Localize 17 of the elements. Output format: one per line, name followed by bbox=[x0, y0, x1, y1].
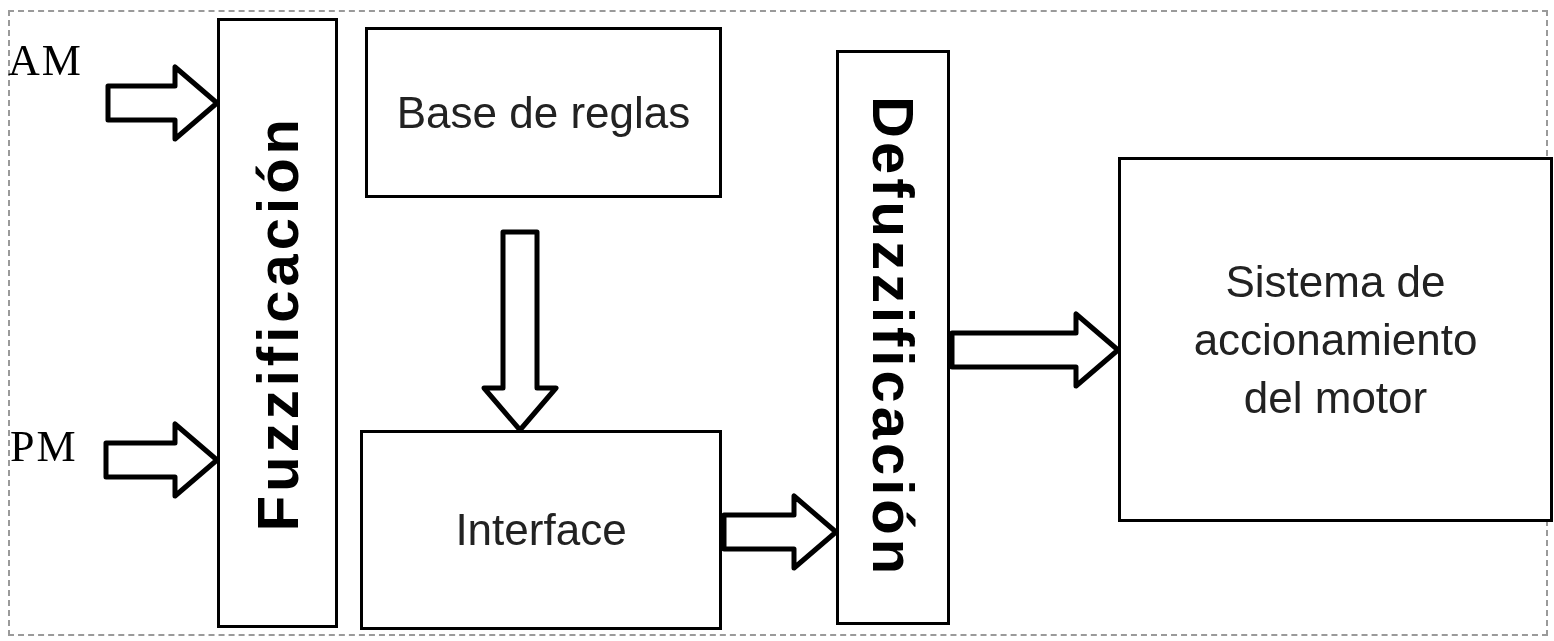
block-arrow bbox=[103, 421, 220, 499]
block-arrow bbox=[721, 493, 839, 571]
process-box bbox=[365, 27, 722, 198]
input-label: PM bbox=[10, 424, 106, 470]
vertical-process-box bbox=[217, 18, 338, 628]
box-label: Defuzzificación bbox=[864, 96, 922, 579]
process-box bbox=[1118, 157, 1553, 522]
process-box bbox=[360, 430, 722, 630]
block-arrow bbox=[949, 311, 1121, 389]
block-arrow bbox=[105, 64, 220, 142]
block-arrow bbox=[481, 229, 559, 433]
vertical-process-box bbox=[836, 50, 950, 625]
box-label: Sistema de accionamiento del motor bbox=[1192, 255, 1479, 424]
box-label: Base de reglas bbox=[396, 86, 691, 139]
box-label: Fuzzificación bbox=[248, 114, 307, 532]
box-label: Interface bbox=[455, 504, 627, 556]
input-label: AM bbox=[8, 38, 108, 84]
